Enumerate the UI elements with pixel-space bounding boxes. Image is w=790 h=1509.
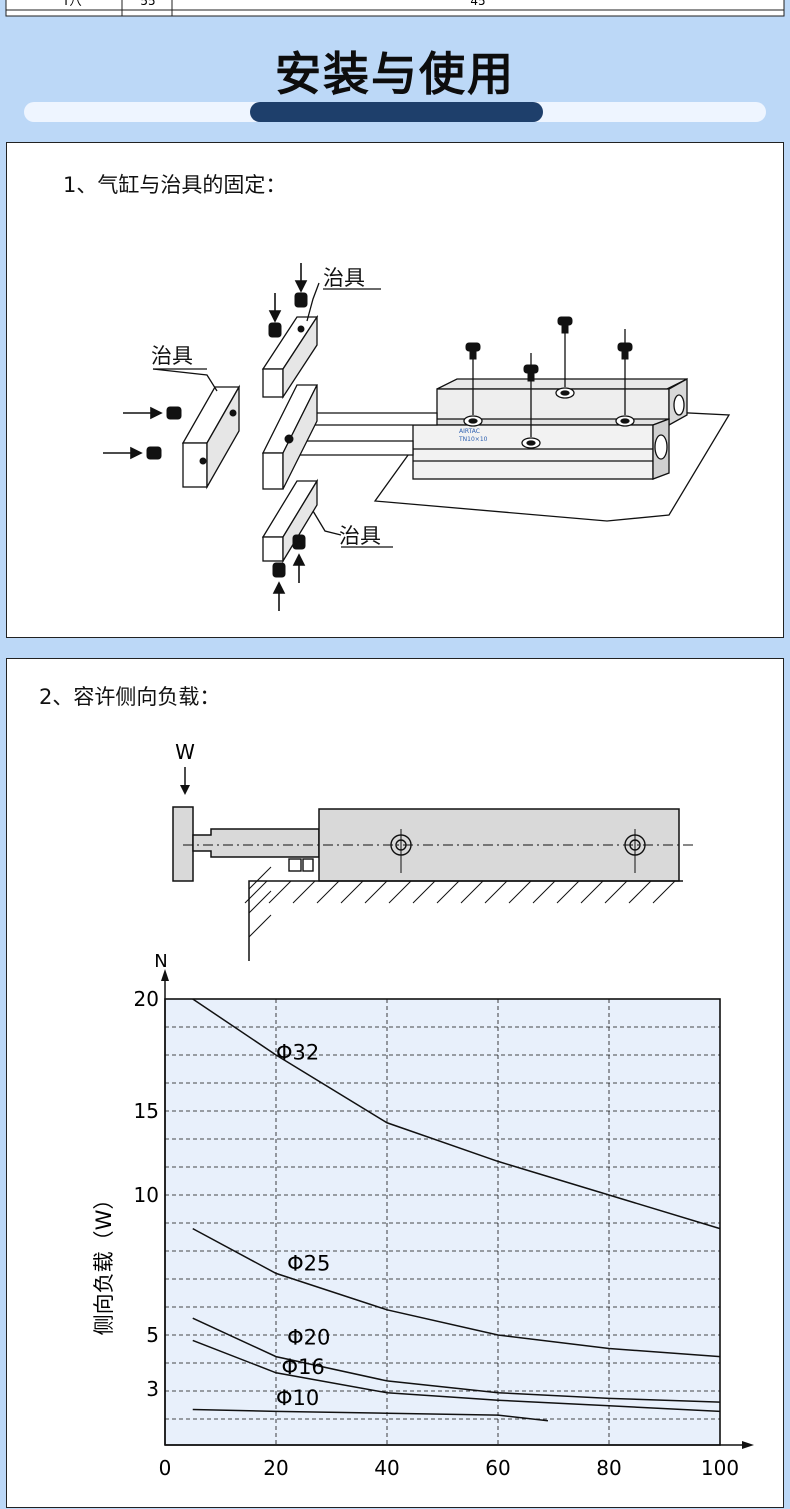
y-tick-label: 15 <box>134 1099 159 1123</box>
plot-area <box>164 998 721 1446</box>
step2-heading: 2、容许侧向负载： <box>39 685 221 709</box>
x-tick-label: 0 <box>159 1456 172 1480</box>
screw-icon <box>272 562 286 578</box>
bolt-icon <box>465 342 481 352</box>
arrow-icons <box>103 263 308 611</box>
y-tick-label: 3 <box>146 1377 159 1401</box>
side-load-chart: N 3 5 10 15 20 0 20 40 60 80 100 侧向负载（W） Φ32Φ25Φ20Φ16… <box>92 951 754 1480</box>
section-title: 安装与使用 <box>275 47 515 101</box>
bolt-icon <box>617 342 633 352</box>
series-label: Φ32 <box>276 1040 319 1064</box>
panel-side-load: 2、容许侧向负载： W N 3 5 10 15 20 0 20 40 60 80 100 侧向负载（W）… <box>6 658 784 1508</box>
fixture-front-center <box>262 452 284 490</box>
step1-heading: 1、气缸与治具的固定： <box>63 173 287 197</box>
title-underline-accent <box>250 102 543 122</box>
x-tick-label: 100 <box>701 1456 739 1480</box>
x-tick-label: 20 <box>263 1456 288 1480</box>
x-tick-label: 80 <box>596 1456 621 1480</box>
top-table-cell3: 45 <box>470 0 485 8</box>
cylinder-brand: AIRTAC <box>459 428 480 435</box>
series-label: Φ25 <box>287 1252 330 1276</box>
top-table-cell2: 55 <box>140 0 155 8</box>
x-tick-label: 40 <box>374 1456 399 1480</box>
series-label: Φ10 <box>276 1386 319 1410</box>
piston-rod-upper <box>312 412 438 426</box>
bolt-icon <box>557 316 573 326</box>
series-label: Φ20 <box>287 1325 330 1349</box>
series-line <box>192 1408 549 1422</box>
screw-icon <box>166 406 182 420</box>
series-label: Φ16 <box>282 1355 325 1379</box>
y-tick-label: 20 <box>134 987 159 1011</box>
fixture-top-plate <box>262 368 284 398</box>
cylinder-lower-body <box>412 424 654 480</box>
top-table-strip: T八 55 45 <box>0 0 790 18</box>
fixture-bottom-plate <box>262 536 284 562</box>
y-unit-label: N <box>154 951 167 972</box>
panel-fixture-mounting: 1、气缸与治具的固定： <box>6 142 784 638</box>
end-plate <box>172 806 194 882</box>
screw-icon <box>268 322 282 338</box>
top-table-lines: T八 55 45 <box>5 0 785 17</box>
fixture-left-block <box>182 442 208 488</box>
y-tick-label: 5 <box>146 1323 159 1347</box>
bolt-icon <box>523 364 539 374</box>
label-fixture-bottom: 治具 <box>339 524 381 548</box>
side-load-diagram: W N 3 5 10 15 20 0 20 40 60 80 100 侧向负载（W） Φ32Φ25Φ20Φ… <box>92 740 754 1480</box>
series-line <box>192 1317 721 1403</box>
x-tick-label: 60 <box>485 1456 510 1480</box>
screw-icon <box>294 292 308 308</box>
rod <box>192 828 320 858</box>
fixture-mounting-diagram: AIRTAC TN10×10 治具 治具 治具 <box>103 263 731 611</box>
cylinder-model: TN10×10 <box>458 436 488 443</box>
y-axis-arrow-icon <box>161 969 169 981</box>
top-table-cell1: T八 <box>61 0 81 8</box>
y-tick-label: 10 <box>134 1183 159 1207</box>
load-arrow-icon <box>180 785 190 795</box>
screw-icon <box>146 446 162 460</box>
series-line <box>192 1339 721 1413</box>
y-axis-label: 侧向负载（W） <box>92 1189 116 1336</box>
ground-hatch <box>244 866 676 938</box>
series-line <box>192 1227 721 1358</box>
ground-line <box>248 880 683 961</box>
piston-rod-lower <box>296 440 414 456</box>
x-axis-arrow-icon <box>742 1441 754 1449</box>
label-fixture-top: 治具 <box>323 266 365 290</box>
label-fixture-left: 治具 <box>151 344 193 368</box>
load-symbol: W <box>175 740 195 764</box>
series-line <box>192 998 721 1230</box>
